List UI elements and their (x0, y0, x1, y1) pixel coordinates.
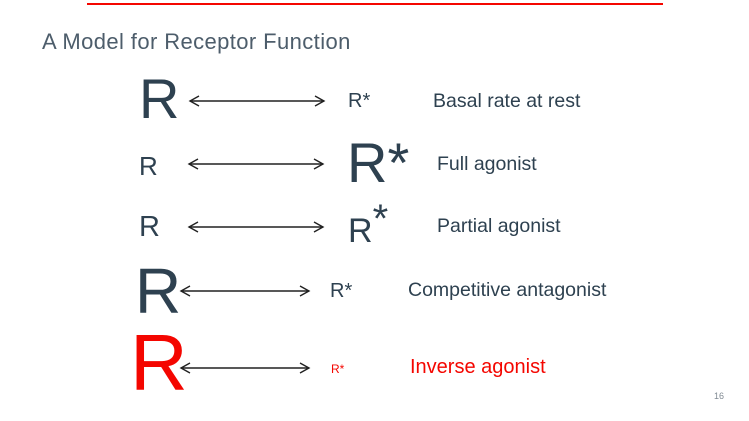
equilibrium-arrow-icon (179, 285, 311, 297)
receptor-active-label: R* (347, 131, 410, 194)
receptor-active-label: R* (331, 362, 345, 376)
receptor-active-label: R* (330, 280, 353, 302)
top-accent-line (87, 3, 663, 5)
receptor-inactive-label: R (139, 67, 180, 130)
row-label: Full agonist (437, 153, 537, 175)
row-label: Partial agonist (437, 215, 561, 237)
receptor-inactive-label: R (130, 318, 188, 407)
receptor-inactive-label: R (139, 151, 158, 181)
page-number: 16 (714, 391, 725, 401)
slide-title: A Model for Receptor Function (42, 29, 351, 54)
equilibrium-arrow-icon (187, 221, 325, 233)
receptor-inactive-label: R (135, 255, 182, 327)
equilibrium-arrow-icon (188, 95, 326, 107)
receptor-inactive-label: R (139, 211, 160, 243)
receptor-active-label: R* (348, 90, 371, 112)
equilibrium-arrow-icon (179, 362, 311, 374)
row-label: Inverse agonist (410, 356, 546, 378)
row-label: Competitive antagonist (408, 279, 607, 301)
equilibrium-arrow-icon (187, 158, 325, 170)
row-label: Basal rate at rest (433, 90, 581, 112)
receptor-active-label: R* (348, 197, 389, 250)
